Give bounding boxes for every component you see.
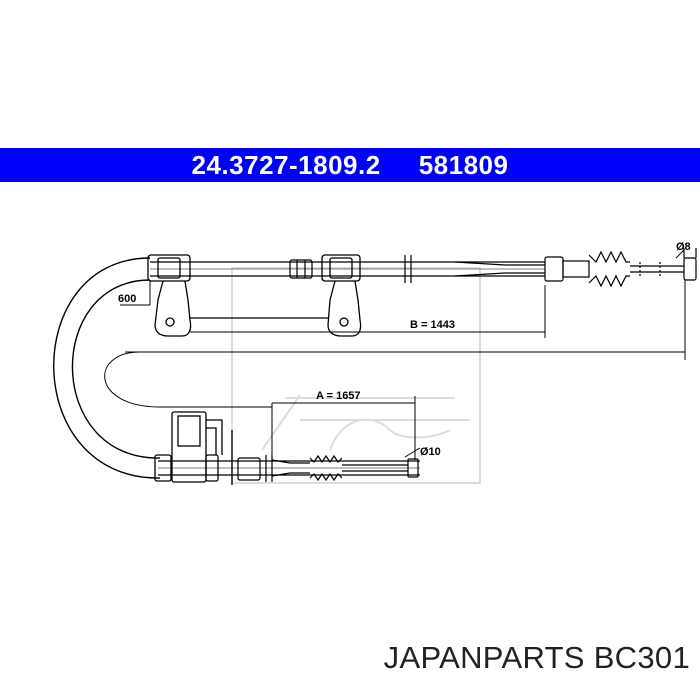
upper-end-boot	[544, 248, 697, 288]
dimension-a-label: A = 1657	[316, 390, 361, 402]
footer-caption: JAPANPARTS BC301	[340, 640, 690, 690]
part-number-banner: 24.3727-1809.2 581809	[0, 148, 700, 182]
brand-name: JAPANPARTS	[383, 640, 585, 675]
side-length-label: 600	[118, 293, 136, 305]
watermark-logo	[231, 267, 481, 484]
dimension-lines	[120, 249, 685, 460]
diameter-bottom-label: Ø10	[420, 446, 441, 458]
model-code: BC301	[593, 640, 690, 675]
bracket-left	[147, 254, 192, 337]
inner-loop-guide	[104, 280, 686, 408]
part-number: 24.3727-1809.2	[191, 149, 381, 180]
reference-number: 581809	[418, 149, 509, 180]
cable-loop	[53, 257, 161, 479]
lower-boot	[237, 454, 419, 482]
dimension-b-label: B = 1443	[410, 319, 455, 331]
lower-cable	[158, 460, 420, 476]
upper-fittings	[289, 255, 412, 283]
diameter-top-label: Ø8	[676, 241, 691, 253]
lower-housing	[154, 411, 233, 485]
bracket-right	[190, 254, 362, 337]
upper-cable	[150, 261, 545, 277]
